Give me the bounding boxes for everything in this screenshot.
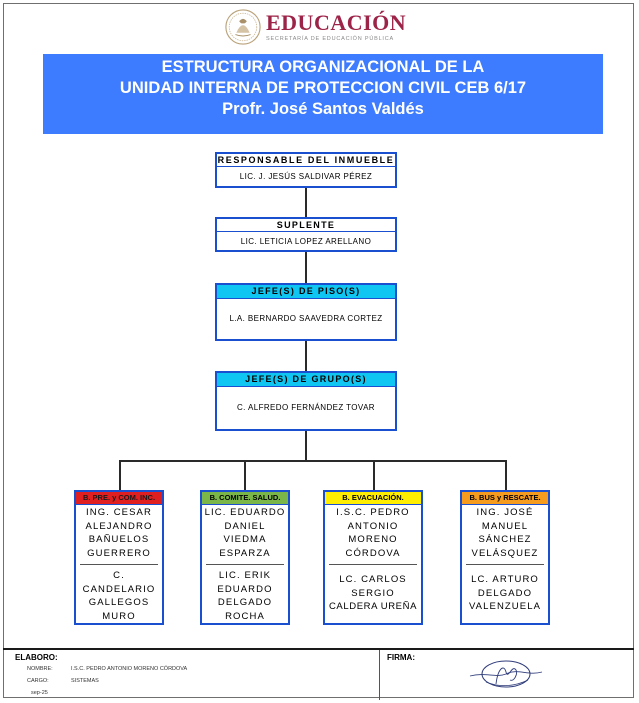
connector <box>119 460 507 462</box>
firma-label: FIRMA: <box>387 653 415 662</box>
connector <box>244 460 246 490</box>
separator <box>80 564 158 565</box>
suplente-box: SUPLENTE LIC. LETICIA LOPEZ ARELLANO <box>215 217 397 252</box>
jefe-grupo-name: C. ALFREDO FERNÁNDEZ TOVAR <box>237 403 375 412</box>
connector <box>119 460 121 490</box>
connector <box>305 251 307 284</box>
suplente-role: SUPLENTE <box>217 219 395 232</box>
title-line-3: Profr. José Santos Valdés <box>222 100 424 118</box>
title-line-2: UNIDAD INTERNA DE PROTECCION CIVIL CEB 6… <box>119 79 527 97</box>
elaboro-label: ELABORO: <box>15 653 58 662</box>
cargo-label: CARGO: <box>27 678 49 684</box>
header-logo: EDUCACIÓN SECRETARÍA DE EDUCACIÓN PÚBLIC… <box>224 8 406 46</box>
suplente-name: LIC. LETICIA LOPEZ ARELLANO <box>240 237 372 246</box>
title-banner: ESTRUCTURA ORGANIZACIONAL DE LA UNIDAD I… <box>43 54 603 134</box>
nombre-label: NOMBRE: <box>27 666 53 672</box>
brigade-label: B. BUS y RESCATE. <box>462 492 548 505</box>
jefe-piso-role: JEFE(S) DE PISO(S) <box>217 285 395 299</box>
responsable-role: RESPONSABLE DEL INMUEBLE <box>217 155 395 167</box>
brigade-label: B. EVACUACIÓN. <box>325 492 421 505</box>
jefe-grupo-role: JEFE(S) DE GRUPO(S) <box>217 373 395 387</box>
responsable-name: LIC. J. JESÚS SALDIVAR PÉREZ <box>239 172 373 181</box>
separator <box>206 564 284 565</box>
connector <box>373 460 375 490</box>
logo-subtitle: SECRETARÍA DE EDUCACIÓN PÚBLICA <box>266 36 394 42</box>
footer: ELABORO: FIRMA: NOMBRE: I.S.C. PEDRO ANT… <box>3 648 634 700</box>
connector <box>505 460 507 490</box>
page-frame <box>3 3 634 698</box>
handwritten-signature <box>469 660 543 688</box>
cargo-value: SISTEMAS <box>71 678 99 684</box>
footer-divider <box>379 650 380 700</box>
separator <box>329 564 417 565</box>
nombre-value: I.S.C. PEDRO ANTONIO MORENO CÓRDOVA <box>71 666 188 672</box>
brigade-label: B. COMITE. SALUD. <box>202 492 288 505</box>
brigade-label: B. PRE. y COM. INC. <box>76 492 162 505</box>
title-line-1: ESTRUCTURA ORGANIZACIONAL DE LA <box>161 58 485 76</box>
jefe-piso-name: L.A. BERNARDO SAAVEDRA CORTEZ <box>229 314 383 323</box>
separator <box>466 564 544 565</box>
jefe-piso-box: JEFE(S) DE PISO(S) L.A. BERNARDO SAAVEDR… <box>215 283 397 341</box>
responsable-box: RESPONSABLE DEL INMUEBLE LIC. J. JESÚS S… <box>215 152 397 188</box>
date-label: sep-25 <box>31 690 48 696</box>
connector <box>305 339 307 372</box>
jefe-grupo-box: JEFE(S) DE GRUPO(S) C. ALFREDO FERNÁNDEZ… <box>215 371 397 431</box>
connector <box>305 430 307 461</box>
connector <box>305 188 307 218</box>
eagle-seal-icon <box>225 9 261 45</box>
logo-title: EDUCACIÓN <box>266 10 407 35</box>
